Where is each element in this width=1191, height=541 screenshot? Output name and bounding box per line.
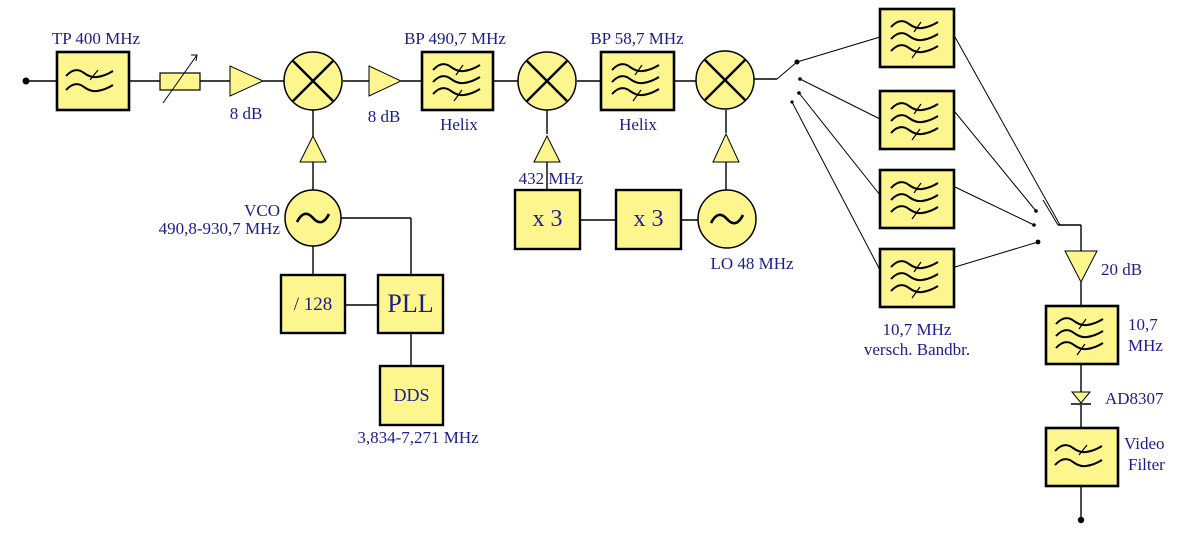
divider-label: / 128 bbox=[293, 294, 333, 315]
mixer-icon bbox=[517, 51, 577, 111]
amp1-gain-label: 8 dB bbox=[229, 104, 263, 123]
pll-label: PLL bbox=[387, 289, 434, 318]
amplifier-icon bbox=[533, 134, 561, 163]
bandpass-filter-icon bbox=[878, 7, 956, 69]
lo-label: LO 48 MHz bbox=[710, 254, 794, 273]
bandpass-filter-icon bbox=[878, 247, 956, 309]
oscillator-icon bbox=[284, 189, 342, 247]
pll-block bbox=[376, 273, 445, 335]
bp2-type-label: Helix bbox=[619, 115, 657, 134]
if-filter-line1-label: 10,7 bbox=[1128, 315, 1158, 334]
bp1-type-label: Helix bbox=[440, 115, 478, 134]
dds-label: DDS bbox=[393, 385, 430, 405]
lowpass-filter-icon bbox=[55, 50, 131, 112]
divider-block bbox=[279, 273, 347, 335]
if-filters-note-label: versch. Bandbr. bbox=[863, 340, 971, 359]
mult1-label: x 3 bbox=[532, 206, 563, 232]
vco-name-label: VCO bbox=[244, 201, 280, 220]
input-switch[interactable] bbox=[776, 59, 802, 104]
mixer-icon bbox=[695, 50, 755, 110]
dds-block bbox=[378, 364, 445, 427]
multiplier-block bbox=[614, 188, 683, 251]
bp1-name-label: BP 490,7 MHz bbox=[404, 29, 506, 48]
bandpass-filter-icon bbox=[1044, 304, 1120, 366]
mult2-label: x 3 bbox=[633, 206, 664, 232]
bp2-name-label: BP 58,7 MHz bbox=[590, 29, 684, 48]
bandpass-filter-icon bbox=[599, 50, 676, 112]
amplifier-icon bbox=[368, 65, 403, 97]
variable-attenuator-icon bbox=[159, 54, 201, 104]
amplifier-icon bbox=[229, 65, 265, 97]
amp2-gain-label: 8 dB bbox=[367, 107, 401, 126]
output-terminal bbox=[1077, 516, 1085, 524]
bandpass-filter-icon bbox=[878, 89, 956, 151]
filter-bank-wires bbox=[791, 36, 1061, 271]
detector-label: AD8307 bbox=[1105, 389, 1164, 408]
bandpass-filter-icon bbox=[878, 168, 956, 230]
signal-wires bbox=[26, 78, 1082, 520]
oscillator-icon bbox=[697, 189, 757, 249]
amplifier-icon bbox=[1064, 250, 1098, 284]
amplifier-icon bbox=[299, 134, 327, 163]
if-filter-line2-label: MHz bbox=[1128, 336, 1163, 355]
if-filters-freq-label: 10,7 MHz bbox=[882, 320, 952, 339]
multiplier-block bbox=[513, 188, 582, 251]
video-filter-line1-label: Video bbox=[1124, 434, 1165, 453]
diode-icon bbox=[1070, 391, 1092, 405]
vco-range-label: 490,8-930,7 MHz bbox=[158, 219, 280, 238]
dds-range-label: 3,834-7,271 MHz bbox=[357, 428, 479, 447]
tp-filter-label: TP 400 MHz bbox=[51, 29, 141, 48]
mult-freq-label: 432 MHz bbox=[518, 169, 584, 188]
output-switch[interactable] bbox=[1032, 199, 1059, 245]
video-filter-line2-label: Filter bbox=[1128, 455, 1165, 474]
input-terminal bbox=[22, 77, 30, 85]
mixer-icon bbox=[283, 51, 343, 111]
lowpass-filter-icon bbox=[1044, 426, 1120, 488]
amp3-gain-label: 20 dB bbox=[1101, 260, 1143, 279]
amplifier-icon bbox=[712, 132, 740, 163]
bandpass-filter-icon bbox=[420, 50, 495, 112]
